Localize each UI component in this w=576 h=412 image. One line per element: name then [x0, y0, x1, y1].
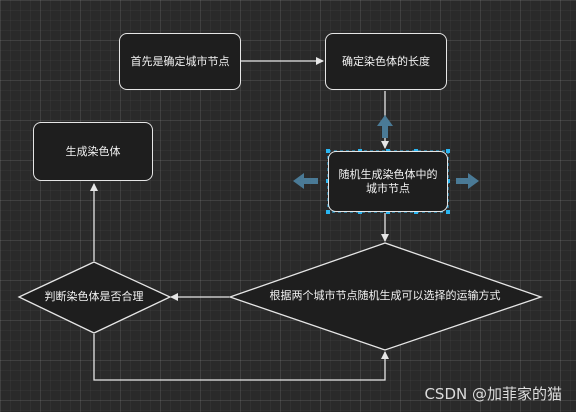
hover-arrow-up-icon[interactable]: [377, 115, 393, 138]
hover-arrow-left-icon[interactable]: [293, 173, 318, 189]
node-start[interactable]: 首先是确定城市节点: [119, 33, 241, 90]
decision-route-label: 根据两个城市节点随机生成可以选择的运输方式: [269, 289, 501, 302]
hover-arrow-right-icon[interactable]: [456, 173, 479, 189]
decision-valid-diamond[interactable]: [17, 261, 172, 334]
node-generate[interactable]: 生成染色体: [33, 122, 153, 181]
node-generate-label: 生成染色体: [65, 144, 121, 158]
decision-route-diamond[interactable]: [228, 242, 544, 351]
edge-valid-back-to-route: [93, 334, 389, 381]
node-length-label: 确定染色体的长度: [342, 54, 430, 68]
decision-valid-label: 判断染色体是否合理: [44, 290, 144, 303]
node-random-label-line1: 随机生成染色体中的: [338, 167, 438, 181]
watermark: CSDN @加菲家的猫: [424, 385, 562, 403]
node-random-label-line2: 城市节点: [366, 181, 410, 195]
node-random[interactable]: 随机生成染色体中的 城市节点: [328, 151, 448, 212]
node-length[interactable]: 确定染色体的长度: [325, 33, 447, 90]
node-start-label: 首先是确定城市节点: [130, 54, 230, 68]
